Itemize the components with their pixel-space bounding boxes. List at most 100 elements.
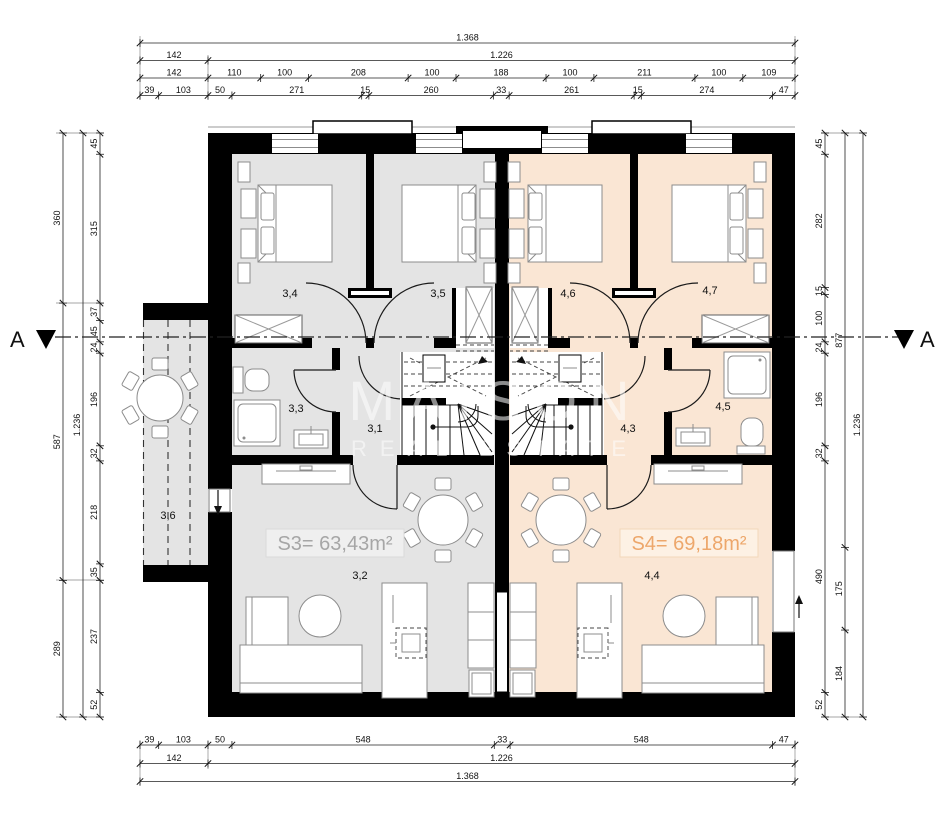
- terrace: [121, 303, 222, 582]
- svg-text:100: 100: [814, 311, 824, 326]
- section-line: A A: [10, 327, 935, 352]
- svg-text:45: 45: [89, 139, 99, 149]
- svg-text:45: 45: [89, 326, 99, 336]
- living-wall: [232, 455, 494, 465]
- toilet-icon: [232, 366, 270, 394]
- svg-text:1.236: 1.236: [852, 414, 862, 437]
- svg-text:109: 109: [761, 68, 776, 78]
- terrace-floor: [143, 320, 208, 565]
- room-label-35: 3,5: [430, 288, 445, 300]
- svg-text:1.226: 1.226: [490, 753, 513, 763]
- svg-text:490: 490: [814, 569, 824, 584]
- terrace-table: [121, 357, 199, 439]
- svg-text:32: 32: [814, 448, 824, 458]
- svg-text:142: 142: [166, 68, 181, 78]
- balcony-door: [772, 550, 795, 633]
- svg-text:260: 260: [424, 85, 439, 95]
- svg-text:52: 52: [89, 700, 99, 710]
- bed: [237, 161, 333, 284]
- room-label-46: 4,6: [560, 288, 575, 300]
- svg-text:274: 274: [699, 85, 714, 95]
- svg-text:103: 103: [176, 85, 191, 95]
- svg-text:1.236: 1.236: [72, 414, 82, 437]
- bathroom-s4-fixtures: [675, 351, 771, 455]
- section-marker-left: [36, 330, 56, 349]
- svg-text:208: 208: [351, 68, 366, 78]
- watermark-line1: MAISON: [349, 369, 642, 432]
- dormer-box: [312, 120, 413, 135]
- svg-text:196: 196: [814, 392, 824, 407]
- room-label-31: 3,1: [367, 423, 382, 435]
- sofa: [239, 596, 363, 694]
- toilet-icon: [736, 417, 766, 455]
- staircase: [400, 352, 494, 456]
- coffee-table: [298, 594, 342, 638]
- sink-icon: [293, 426, 329, 449]
- svg-text:196: 196: [89, 392, 99, 407]
- window: [272, 134, 318, 153]
- svg-text:24: 24: [814, 343, 824, 353]
- room-label-36: 3,6: [160, 510, 175, 522]
- svg-text:100: 100: [562, 68, 577, 78]
- svg-text:175: 175: [834, 581, 844, 596]
- section-marker-right: [894, 330, 914, 349]
- svg-text:142: 142: [166, 50, 181, 60]
- room-labels: 3,4 3,5 4,6 4,7 3,3 3,1 4,3 4,5 3,2 4,4 …: [160, 285, 730, 582]
- bathroom-wall: [332, 348, 340, 455]
- svg-text:877: 877: [834, 333, 844, 348]
- svg-text:315: 315: [89, 221, 99, 236]
- shower-icon: [233, 399, 281, 447]
- section-label-right: A: [920, 327, 935, 352]
- svg-text:282: 282: [814, 213, 824, 228]
- svg-text:184: 184: [834, 666, 844, 681]
- bedroom-partition-wall: [366, 154, 374, 288]
- svg-text:33: 33: [496, 85, 506, 95]
- svg-text:100: 100: [711, 68, 726, 78]
- room-label-32: 3,2: [352, 570, 367, 582]
- bathroom-s3-fixtures: [232, 366, 329, 449]
- section-label-left: A: [10, 327, 25, 352]
- svg-text:587: 587: [52, 434, 62, 449]
- svg-text:50: 50: [215, 735, 225, 745]
- bed: [401, 161, 497, 284]
- svg-text:15: 15: [814, 286, 824, 296]
- partition-cap: [348, 288, 392, 298]
- svg-text:35: 35: [89, 567, 99, 577]
- wardrobe-icon: [465, 286, 493, 344]
- svg-text:289: 289: [52, 641, 62, 656]
- svg-text:271: 271: [289, 85, 304, 95]
- area-label-s3: S3= 63,43m²: [265, 528, 405, 558]
- svg-text:45: 45: [814, 139, 824, 149]
- svg-text:261: 261: [564, 85, 579, 95]
- watermark: MAISON REAL ESTATE: [349, 369, 642, 461]
- svg-text:1.368: 1.368: [456, 771, 479, 781]
- room-label-43: 4,3: [620, 423, 635, 435]
- kitchen-cabinets: [467, 582, 495, 698]
- svg-text:15: 15: [633, 85, 643, 95]
- room-label-44: 4,4: [644, 570, 659, 582]
- svg-text:47: 47: [779, 735, 789, 745]
- svg-text:548: 548: [356, 735, 371, 745]
- svg-text:50: 50: [215, 85, 225, 95]
- dining-table: [402, 477, 484, 563]
- svg-text:548: 548: [634, 735, 649, 745]
- area-label-s4: S4= 69,18m²: [619, 528, 759, 558]
- svg-text:360: 360: [52, 211, 62, 226]
- svg-text:211: 211: [637, 68, 651, 78]
- svg-text:47: 47: [779, 85, 789, 95]
- svg-text:15: 15: [360, 85, 370, 95]
- terrace-exit-arrow: [214, 490, 222, 515]
- svg-text:100: 100: [277, 68, 292, 78]
- svg-text:218: 218: [89, 505, 99, 520]
- bedroom-door-arc: [373, 282, 435, 344]
- svg-text:32: 32: [89, 448, 99, 458]
- svg-text:37: 37: [89, 307, 99, 317]
- area-s4-text: S4= 69,18m²: [631, 533, 746, 555]
- entry-door-arc: [358, 355, 403, 400]
- bathroom-door-arc: [293, 369, 337, 413]
- svg-text:110: 110: [227, 68, 241, 78]
- room-label-47: 4,7: [702, 285, 717, 297]
- svg-text:39: 39: [144, 85, 154, 95]
